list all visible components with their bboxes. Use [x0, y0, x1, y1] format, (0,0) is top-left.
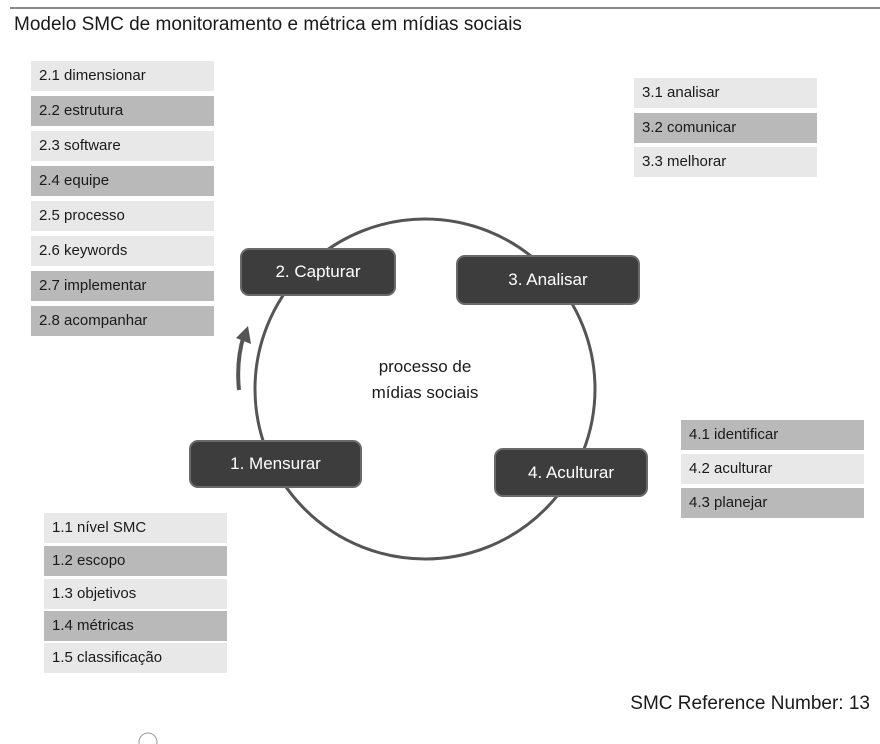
- item-1-1: 1.1 nível SMC: [44, 513, 227, 543]
- cycle-circle: [253, 217, 597, 561]
- divider: [10, 7, 880, 9]
- item-2-1: 2.1 dimensionar: [31, 61, 214, 91]
- item-2-6: 2.6 keywords: [31, 236, 214, 266]
- item-3-3: 3.3 melhorar: [634, 147, 817, 177]
- reference-number: SMC Reference Number: 13: [630, 693, 870, 714]
- node-mensurar: 1. Mensurar: [189, 440, 362, 488]
- node-capturar: 2. Capturar: [240, 248, 396, 296]
- arrow-head-icon: [236, 326, 251, 344]
- cycle-arrow-icon: [236, 334, 246, 391]
- item-3-2: 3.2 comunicar: [634, 113, 817, 143]
- small-circle-icon: [138, 732, 158, 744]
- item-2-8: 2.8 acompanhar: [31, 306, 214, 336]
- item-2-3: 2.3 software: [31, 131, 214, 161]
- item-2-2: 2.2 estrutura: [31, 96, 214, 126]
- center-label-line1: processo de: [378, 357, 472, 376]
- item-2-7: 2.7 implementar: [31, 271, 214, 301]
- item-1-2: 1.2 escopo: [44, 546, 227, 576]
- item-4-2: 4.2 aculturar: [681, 454, 864, 484]
- page-title: Modelo SMC de monitoramento e métrica em…: [14, 14, 522, 35]
- item-2-4: 2.4 equipe: [31, 166, 214, 196]
- center-label-line2: mídias sociais: [371, 383, 479, 402]
- node-analisar: 3. Analisar: [456, 255, 640, 305]
- item-4-1: 4.1 identificar: [681, 420, 864, 450]
- item-2-5: 2.5 processo: [31, 201, 214, 231]
- item-4-3: 4.3 planejar: [681, 488, 864, 518]
- item-1-4: 1.4 métricas: [44, 611, 227, 641]
- item-3-1: 3.1 analisar: [634, 78, 817, 108]
- item-1-3: 1.3 objetivos: [44, 579, 227, 609]
- node-aculturar: 4. Aculturar: [494, 448, 648, 497]
- item-1-5: 1.5 classificação: [44, 643, 227, 673]
